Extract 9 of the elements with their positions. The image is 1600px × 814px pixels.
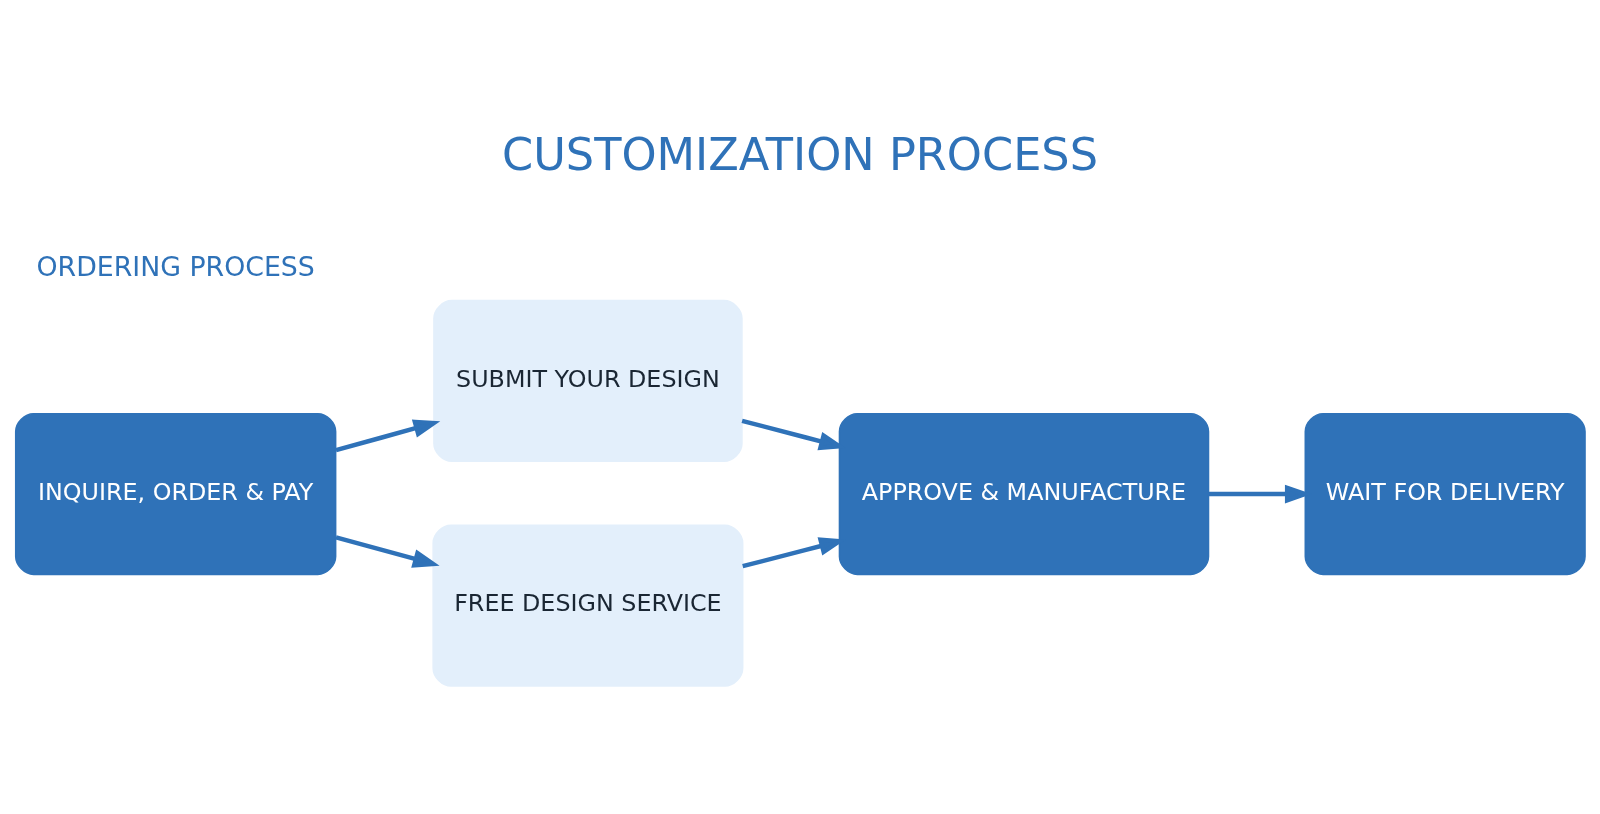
diagram-title: CUSTOMIZATION PROCESS — [502, 128, 1098, 181]
arrow — [335, 419, 441, 453]
node-box: WAIT FOR DELIVERY — [1304, 412, 1586, 576]
node-box: SUBMIT YOUR DESIGN — [433, 299, 743, 463]
arrow — [335, 535, 440, 568]
node-box: FREE DESIGN SERVICE — [432, 524, 744, 687]
node-box: INQUIRE, ORDER & PAY — [14, 412, 337, 576]
node-box: APPROVE & MANUFACTURE — [838, 412, 1210, 576]
label: ORDERING PROCESS — [36, 250, 315, 282]
